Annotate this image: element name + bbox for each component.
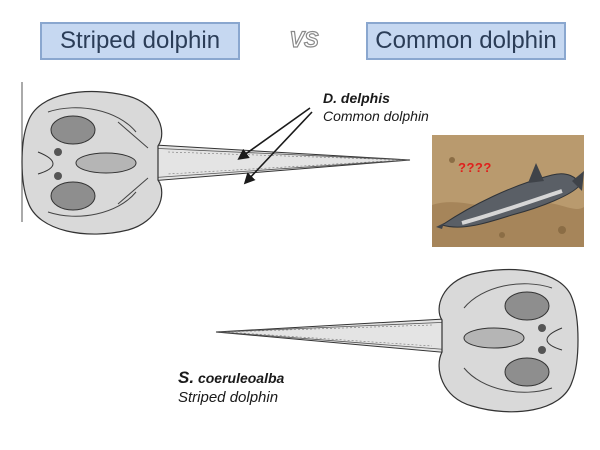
striped-dolphin-common-name: Striped dolphin (178, 389, 279, 406)
striped-dolphin-scientific-name: S. coeruleoalba (178, 368, 284, 388)
striped-dolphin-skull-illustration (215, 268, 579, 413)
unknown-species-question-marks: ???? (458, 160, 492, 175)
striped-dolphin-caption: S. coeruleoalba Striped dolphin (178, 368, 284, 406)
common-dolphin-scientific-name: D. delphis (323, 90, 390, 106)
common-dolphin-skull-illustration (21, 82, 411, 235)
common-dolphin-common-name: Common dolphin (323, 108, 429, 124)
striped-dolphin-genus-initial: S. (178, 368, 195, 387)
striped-dolphin-species-name: coeruleoalba (197, 370, 285, 386)
stranded-dolphin-photo (432, 135, 584, 247)
versus-text: VS (289, 26, 320, 52)
striped-dolphin-label: Striped dolphin (40, 22, 240, 60)
common-dolphin-caption: D. delphis Common dolphin (323, 90, 429, 124)
common-dolphin-label-text: Common dolphin (375, 27, 557, 54)
common-dolphin-label: Common dolphin (366, 22, 566, 60)
striped-dolphin-label-text: Striped dolphin (59, 27, 221, 54)
